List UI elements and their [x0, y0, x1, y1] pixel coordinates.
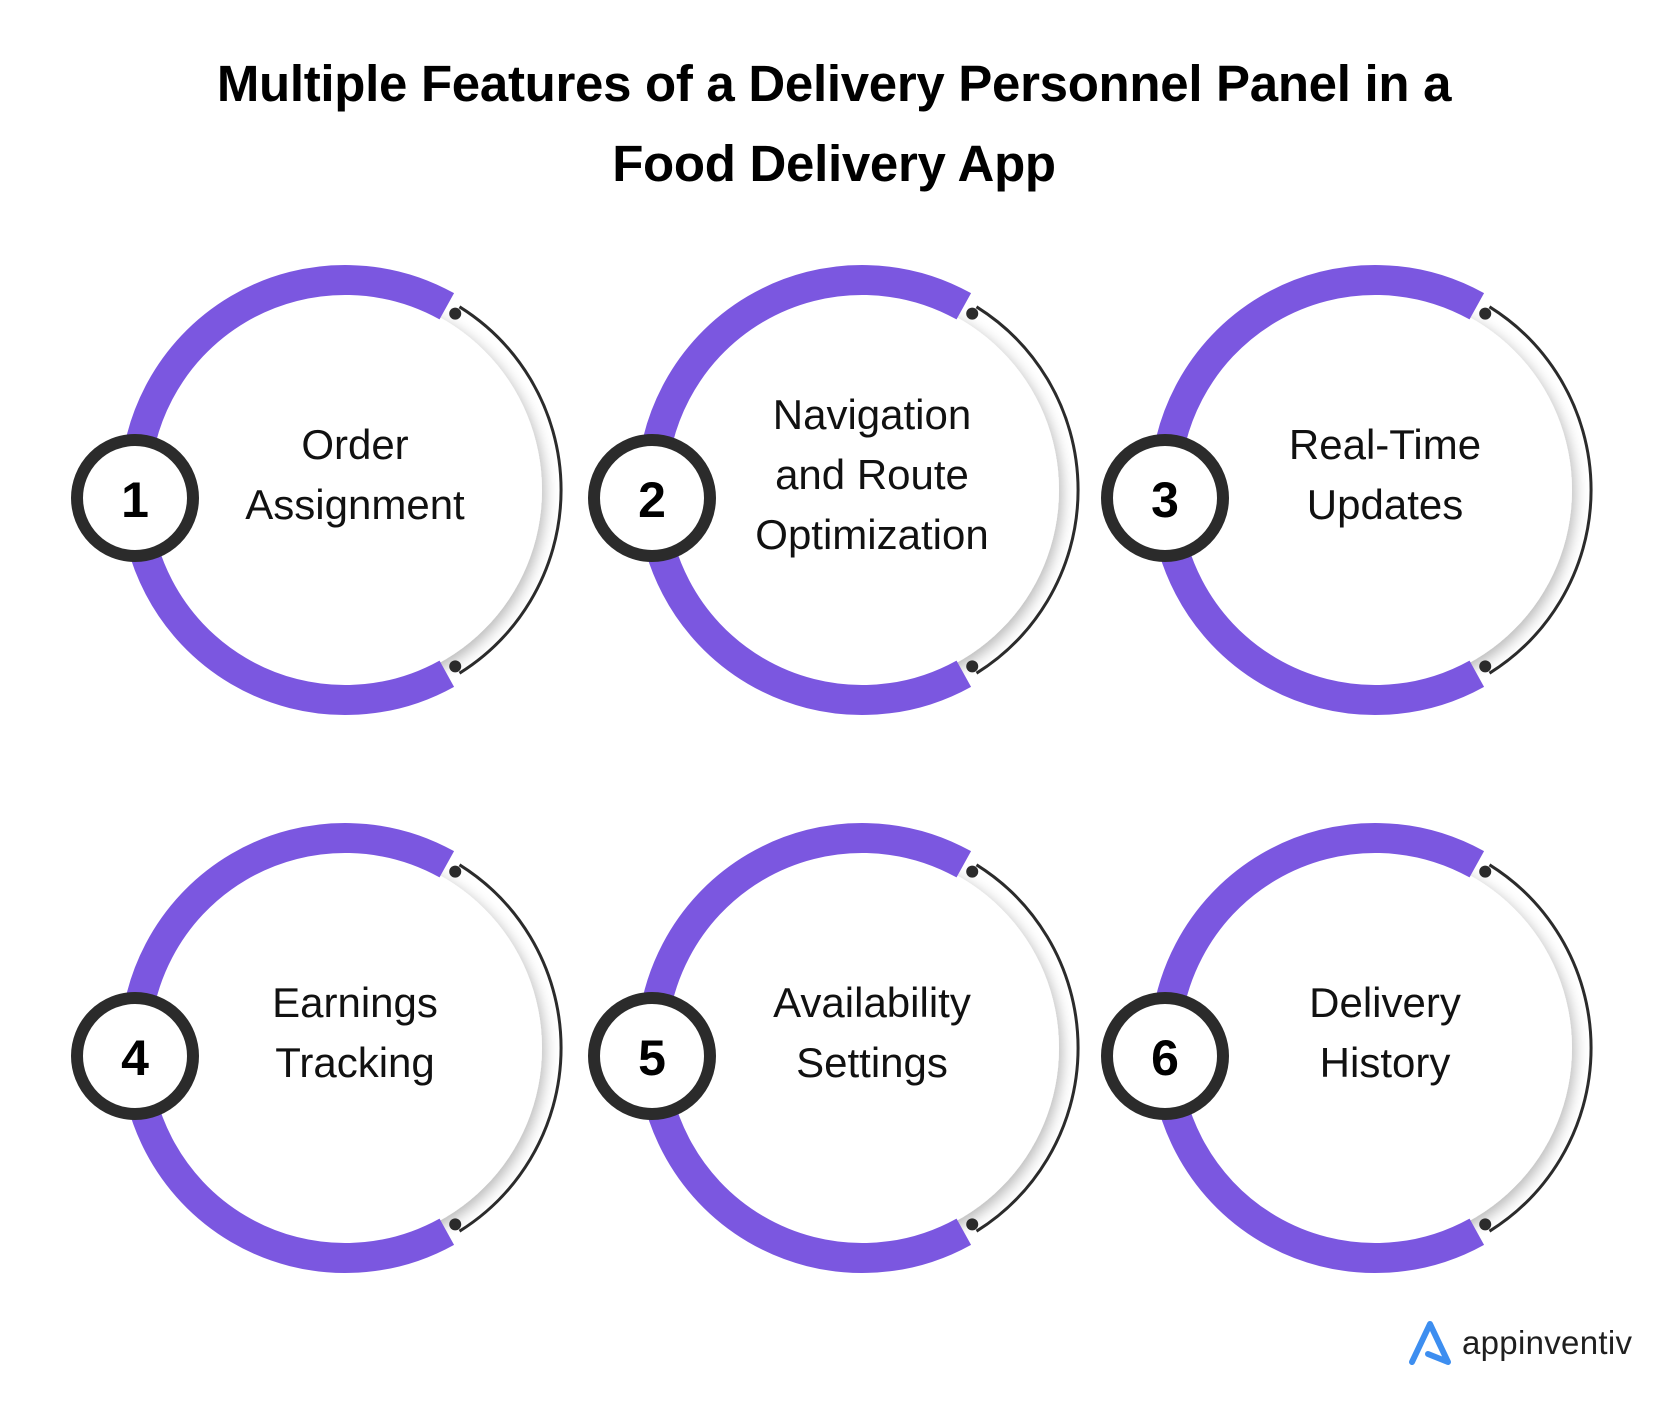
- title-line-2: Food Delivery App: [612, 135, 1056, 192]
- feature-label-line: Real-Time: [1288, 421, 1482, 468]
- feature-label-line: Assignment: [245, 481, 465, 528]
- feature-number: 1: [121, 472, 149, 528]
- number-badge: [71, 992, 199, 1120]
- page-title: Multiple Features of a Delivery Personne…: [0, 44, 1668, 204]
- feature-label-line: History: [1319, 1039, 1451, 1086]
- feature-label-line: Tracking: [275, 1039, 435, 1086]
- feature-label-line: Delivery: [1309, 979, 1461, 1026]
- feature-disc: [1178, 293, 1572, 687]
- feature-card: [71, 265, 563, 715]
- arc-endpoint-dot: [1479, 660, 1492, 673]
- connector-arc: [458, 305, 563, 675]
- arc-endpoint-dot: [449, 865, 462, 878]
- feature-disc: [665, 851, 1059, 1245]
- feature-label-line: Updates: [1306, 481, 1464, 528]
- number-badge: [1101, 992, 1229, 1120]
- feature-label-line: Earnings: [272, 979, 438, 1026]
- feature-label-line: and Route: [775, 451, 969, 498]
- arc-endpoint-dot: [1479, 1218, 1492, 1231]
- arc-endpoint-dot: [966, 865, 979, 878]
- feature-number: 4: [121, 1030, 149, 1086]
- connector-arc: [1488, 305, 1593, 675]
- arc-endpoint-dot: [966, 307, 979, 320]
- feature-label-line: Navigation: [772, 391, 972, 438]
- feature-card: [71, 823, 563, 1273]
- title-line-1: Multiple Features of a Delivery Personne…: [216, 55, 1452, 112]
- brand-logo: appinventiv: [1404, 1318, 1632, 1368]
- arc-endpoint-dot: [1479, 307, 1492, 320]
- feature-number: 2: [638, 472, 666, 528]
- feature-label-line: Optimization: [755, 511, 989, 558]
- connector-arc: [975, 305, 1080, 675]
- feature-card: [588, 823, 1080, 1273]
- arc-endpoint-dot: [449, 1218, 462, 1231]
- feature-disc: [1178, 851, 1572, 1245]
- number-badge: [71, 434, 199, 562]
- connector-arc: [458, 863, 563, 1233]
- number-badge: [588, 434, 716, 562]
- feature-disc: [148, 293, 542, 687]
- feature-label-line: Availability: [773, 979, 971, 1026]
- connector-arc: [1488, 863, 1593, 1233]
- feature-number: 5: [638, 1030, 666, 1086]
- arc-endpoint-dot: [449, 307, 462, 320]
- feature-disc: [665, 293, 1059, 687]
- feature-number: 3: [1151, 472, 1179, 528]
- feature-card: [1101, 265, 1593, 715]
- feature-card: [588, 265, 1080, 715]
- feature-number: 6: [1151, 1030, 1179, 1086]
- appinventiv-a-icon: [1409, 1321, 1451, 1365]
- number-badge: [588, 992, 716, 1120]
- feature-disc: [148, 851, 542, 1245]
- arc-endpoint-dot: [966, 660, 979, 673]
- arc-endpoint-dot: [1479, 865, 1492, 878]
- logo-text: appinventiv: [1462, 1324, 1633, 1361]
- feature-label-line: Settings: [796, 1039, 948, 1086]
- number-badge: [1101, 434, 1229, 562]
- arc-endpoint-dot: [966, 1218, 979, 1231]
- feature-card: [1101, 823, 1593, 1273]
- arc-endpoint-dot: [449, 660, 462, 673]
- connector-arc: [975, 863, 1080, 1233]
- feature-label-line: Order: [301, 421, 409, 468]
